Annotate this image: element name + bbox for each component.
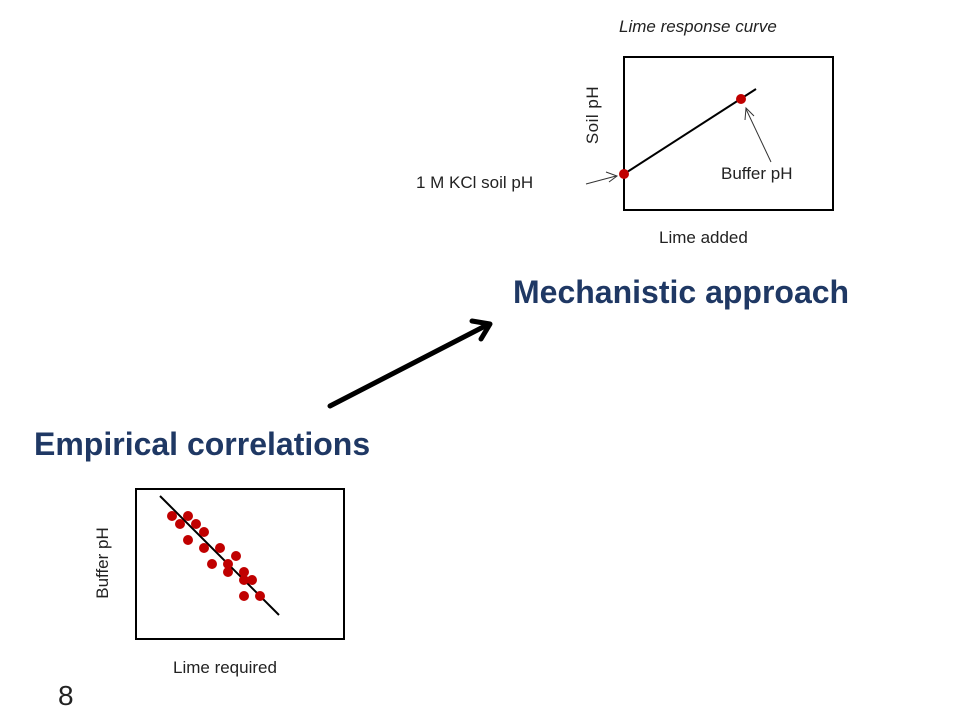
bottom-chart-x-label: Lime required [173, 658, 277, 677]
buffer-point [736, 94, 746, 104]
top-chart-caption: Lime response curve [619, 17, 777, 36]
bottom-chart-frame [135, 488, 345, 640]
kcl-point [619, 169, 629, 179]
progression-arrow [327, 318, 493, 409]
buffer-annotation-label: Buffer pH [721, 164, 793, 183]
top-chart-y-label: Soil pH [583, 85, 602, 145]
response-line [623, 88, 757, 175]
mechanistic-heading: Mechanistic approach [513, 274, 850, 310]
scatter-points [167, 511, 265, 601]
empirical-heading: Empirical correlations [34, 426, 371, 462]
top-chart-frame [623, 56, 834, 211]
top-chart-x-label: Lime added [659, 228, 748, 247]
buffer-annotation-arrow [744, 106, 772, 163]
kcl-annotation-arrow [585, 171, 619, 185]
bottom-chart-y-label: Buffer pH [93, 527, 112, 599]
page-number: 8 [58, 680, 74, 711]
kcl-annotation-label: 1 M KCl soil pH [416, 173, 534, 192]
